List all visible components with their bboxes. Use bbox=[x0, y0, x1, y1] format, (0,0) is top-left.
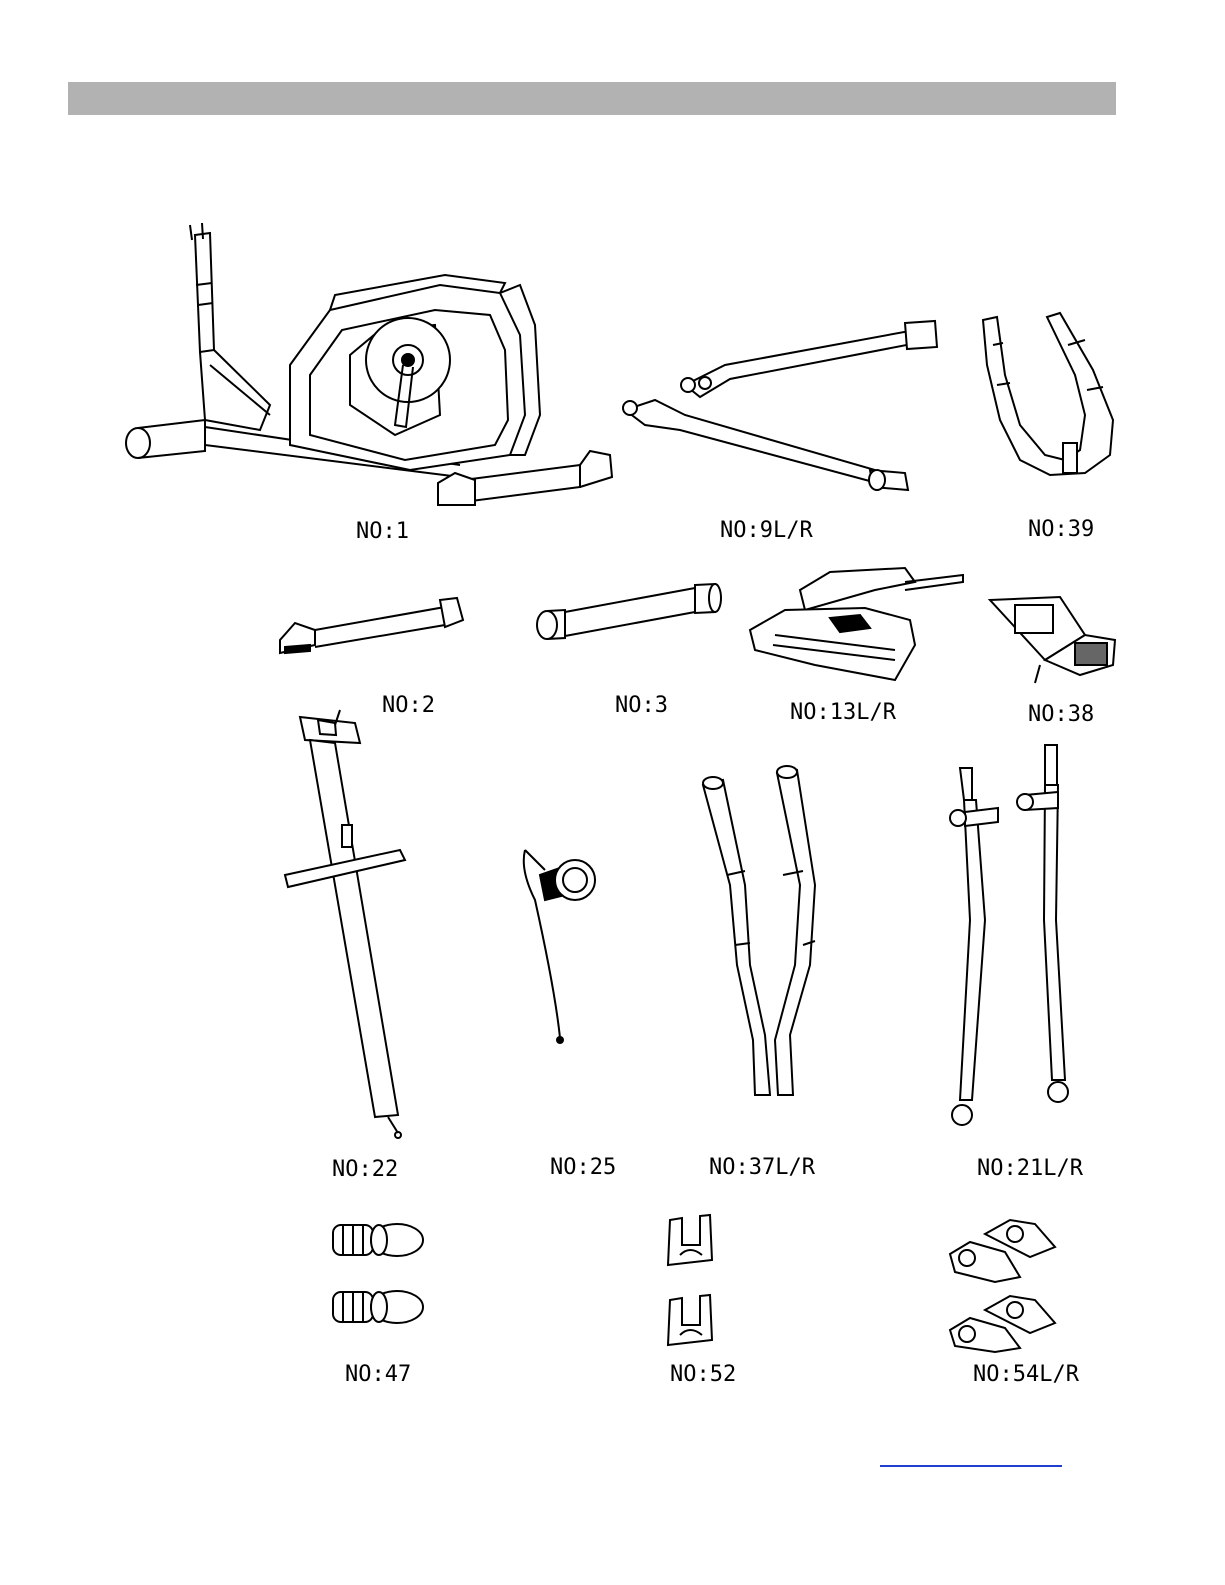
part-22-label: NO:22 bbox=[332, 1157, 398, 1182]
part-39-label: NO:39 bbox=[1028, 517, 1094, 542]
part-21-swing-arms: NO:21L/R bbox=[940, 740, 1090, 1130]
part-21-label: NO:21L/R bbox=[977, 1156, 1083, 1181]
link-underline[interactable] bbox=[880, 1465, 1062, 1467]
part-47-label: NO:47 bbox=[345, 1362, 411, 1387]
part-1-main-frame: NO:1 bbox=[110, 215, 620, 515]
part-37-handlebar-posts: NO:37L/R bbox=[695, 765, 835, 1105]
part-38-label: NO:38 bbox=[1028, 702, 1094, 727]
part-13-label: NO:13L/R bbox=[790, 700, 896, 725]
header-bar bbox=[68, 82, 1116, 115]
part-37-label: NO:37L/R bbox=[709, 1155, 815, 1180]
part-52-clips: NO:52 bbox=[660, 1210, 725, 1355]
part-3-rear-stabilizer: NO:3 bbox=[535, 580, 725, 645]
part-9-pedal-arms: NO:9L/R bbox=[615, 315, 955, 500]
part-25-tension-control: NO:25 bbox=[520, 840, 610, 1050]
part-52-label: NO:52 bbox=[670, 1362, 736, 1387]
part-1-label: NO:1 bbox=[356, 519, 409, 544]
part-38-console: NO:38 bbox=[985, 595, 1120, 685]
part-54-label: NO:54L/R bbox=[973, 1362, 1079, 1387]
part-13-pedals: NO:13L/R bbox=[745, 560, 970, 690]
part-39-handlebar: NO:39 bbox=[975, 305, 1135, 485]
part-9-label: NO:9L/R bbox=[720, 518, 813, 543]
part-2-front-stabilizer: NO:2 bbox=[275, 595, 470, 665]
part-22-front-post: NO:22 bbox=[280, 705, 415, 1145]
part-47-bushings: NO:47 bbox=[325, 1215, 430, 1335]
part-25-label: NO:25 bbox=[550, 1155, 616, 1180]
part-54-covers: NO:54L/R bbox=[945, 1212, 1065, 1352]
part-3-label: NO:3 bbox=[615, 693, 668, 718]
